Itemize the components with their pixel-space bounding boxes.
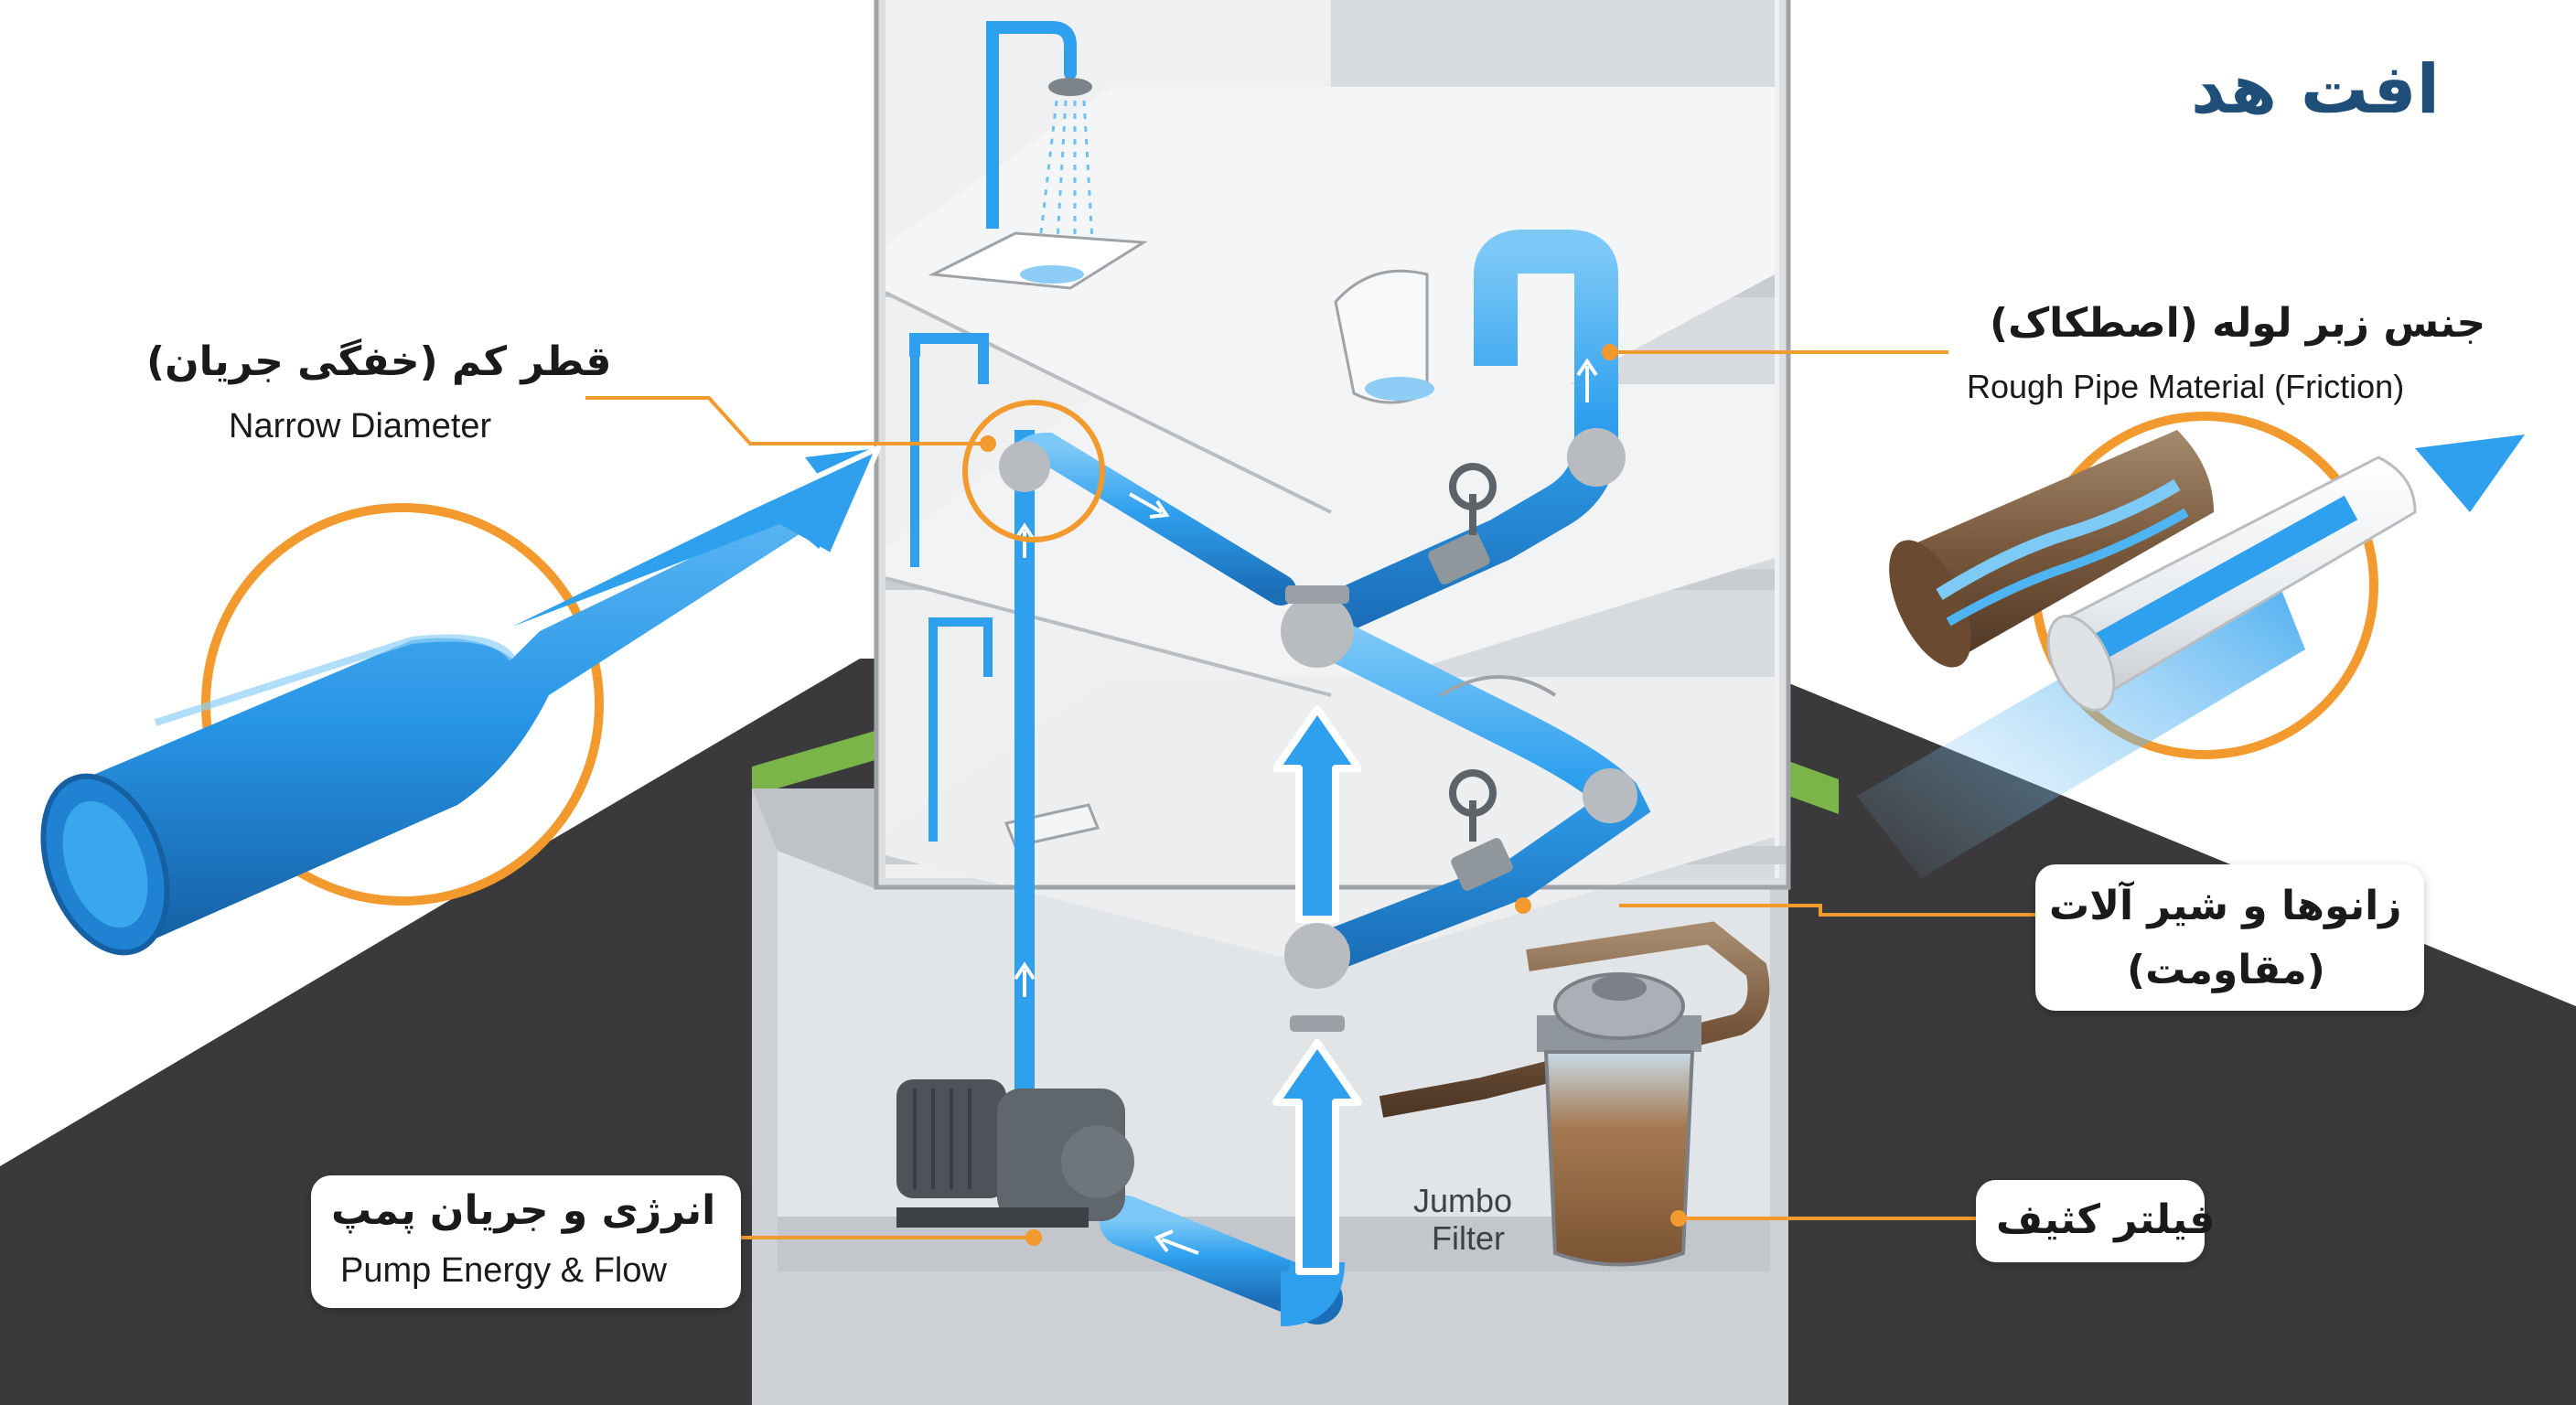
fittings-label-line2: (مقاومت) — [2127, 947, 2325, 993]
dirty-filter-callout-card — [1976, 1180, 2205, 1262]
rough-pipe-label-fa: جنس زبر لوله (اصطکاک) — [1990, 300, 2486, 347]
jumbo-filter-label-line1: Jumbo — [1413, 1182, 1513, 1219]
narrow-diameter-label-fa: قطر کم (خفگی جریان) — [146, 338, 612, 385]
fittings-label-line1: زانوها و شیر آلات — [2049, 883, 2402, 929]
pump-callout-card — [311, 1175, 741, 1308]
page-title: افت هد — [2191, 50, 2440, 129]
narrow-diameter-label-en: Narrow Diameter — [229, 407, 492, 445]
jumbo-filter-label-line2: Filter — [1432, 1219, 1505, 1257]
pump-label-en: Pump Energy & Flow — [340, 1251, 667, 1290]
pump-label-fa: انرژی و جریان پمپ — [331, 1187, 716, 1234]
rough-pipe-label-en: Rough Pipe Material (Friction) — [1967, 368, 2405, 405]
dirty-filter-label: فیلتر کثیف — [1996, 1196, 2216, 1243]
fittings-callout-card — [2035, 864, 2424, 1011]
